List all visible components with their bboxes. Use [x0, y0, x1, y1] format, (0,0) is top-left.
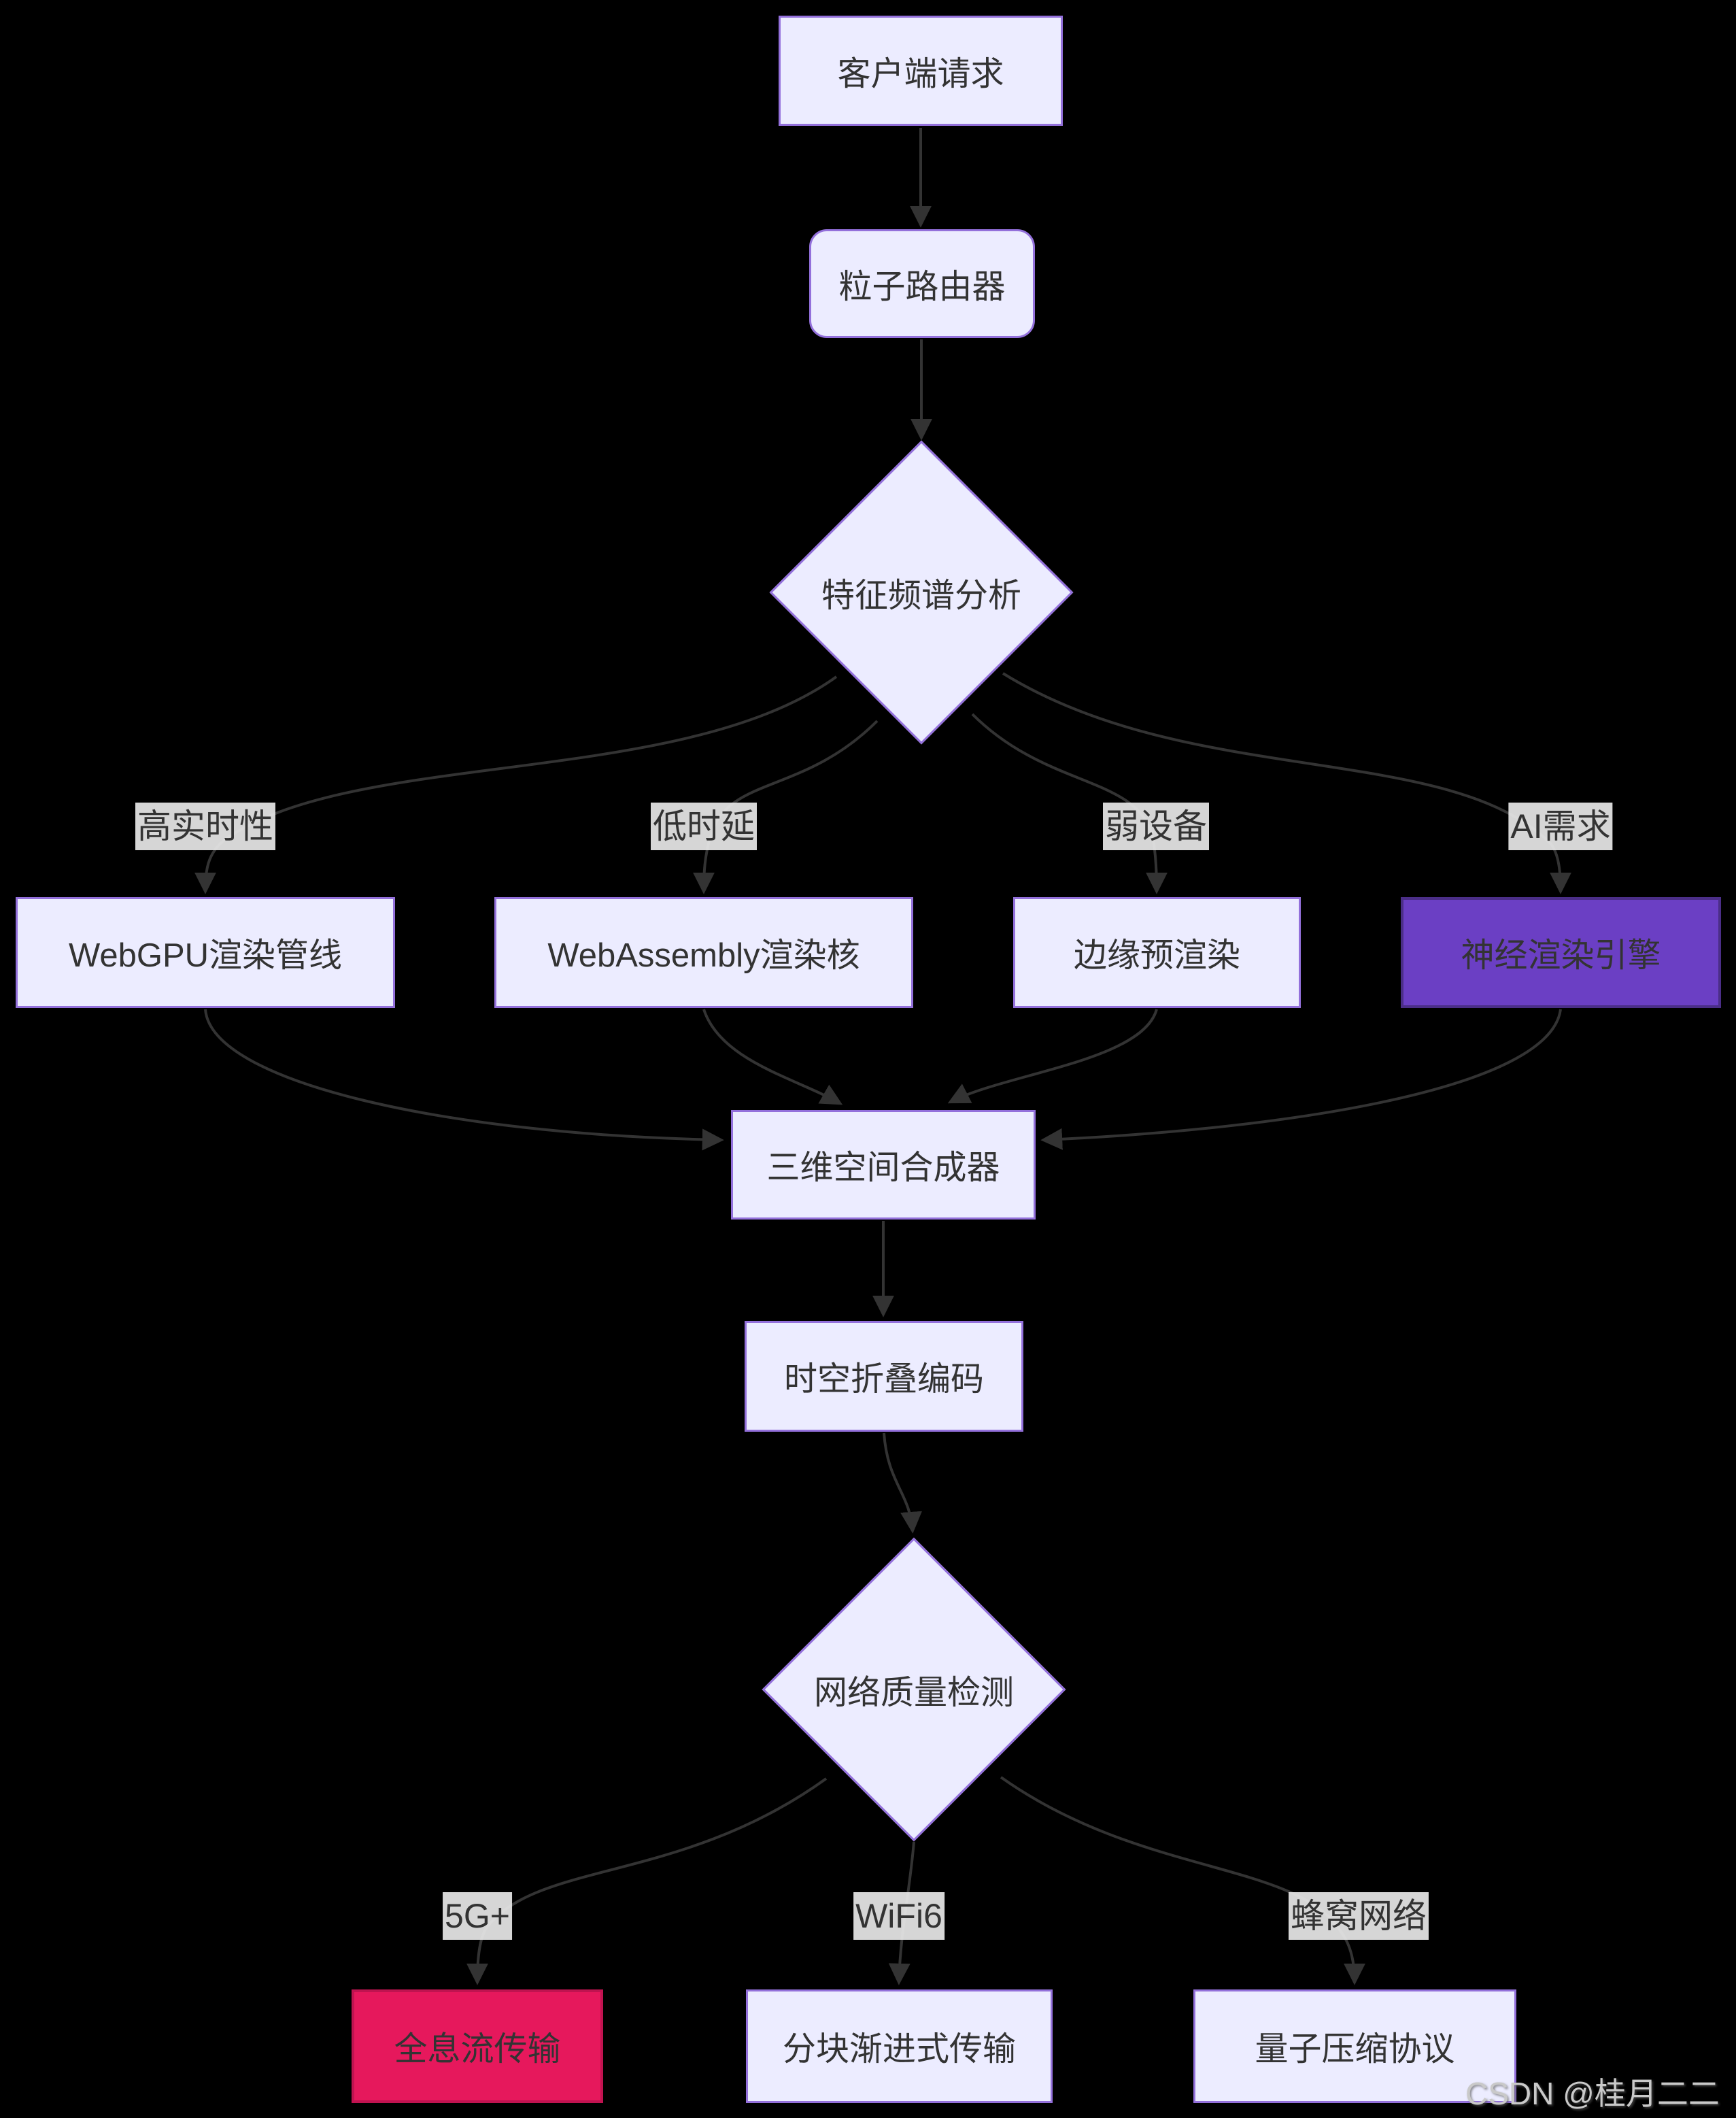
edge-encode-to-network	[883, 1432, 922, 1534]
edge-neural-to-synth	[1040, 1009, 1562, 1150]
node-client-request: 客户端请求	[779, 16, 1063, 126]
edge-label-cellular: 蜂窝网络	[1289, 1892, 1429, 1940]
edge-network-to-quantum	[1000, 1776, 1365, 1985]
node-quantum-compression-protocol: 量子压缩协议	[1193, 1989, 1516, 2103]
decision-feature-spectrum-label: 特征频谱分析	[821, 577, 1021, 614]
watermark: CSDN @桂月二二	[1465, 2076, 1720, 2111]
node-chunked-progressive-transfer: 分块渐进式传输	[746, 1989, 1053, 2103]
node-spatial-synthesizer: 三维空间合成器	[731, 1110, 1036, 1220]
edge-wasm-to-synth	[702, 1009, 843, 1105]
edge-spectrum-to-webgpu	[194, 675, 838, 894]
node-edge-prerender: 边缘预渲染	[1013, 897, 1301, 1008]
node-particle-router: 粒子路由器	[809, 229, 1035, 338]
node-webassembly-core: WebAssembly渲染核	[494, 897, 913, 1008]
node-holographic-stream: 全息流传输	[352, 1989, 603, 2103]
edge-prerender-to-synth	[947, 1009, 1158, 1104]
node-spacetime-encoding: 时空折叠编码	[745, 1321, 1023, 1432]
edge-label-wifi6: WiFi6	[853, 1892, 944, 1940]
edge-webgpu-to-synth	[204, 1009, 724, 1151]
edge-label-high-realtime: 高实时性	[135, 803, 275, 850]
edge-spectrum-to-neural	[1002, 672, 1571, 894]
edge-network-to-holo	[466, 1777, 828, 1985]
edge-label-ai-demand: AI需求	[1508, 803, 1613, 850]
node-neural-render-engine: 神经渲染引擎	[1401, 897, 1721, 1008]
edge-label-5g: 5G+	[443, 1892, 512, 1940]
edge-label-weak-device: 弱设备	[1103, 803, 1209, 850]
edge-label-low-latency: 低时延	[651, 803, 757, 850]
node-webgpu-pipeline: WebGPU渲染管线	[16, 897, 395, 1008]
decision-network-quality-label: 网络质量检测	[813, 1674, 1014, 1711]
